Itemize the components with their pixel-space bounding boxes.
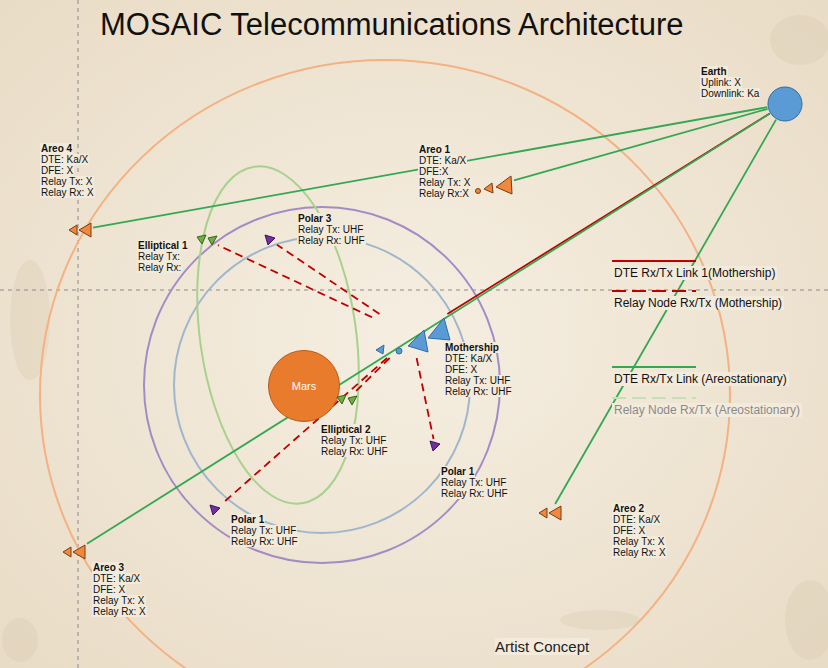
node-name: Polar 1 xyxy=(230,514,265,525)
legend-text: DTE Rx/Tx Link 1(Mothership) xyxy=(612,266,777,280)
node-spec: DFE:X xyxy=(418,166,449,177)
legend-line-sample xyxy=(612,286,696,296)
node-spec: DTE: Ka/X xyxy=(612,514,661,525)
node-spec: DFE: X xyxy=(444,364,478,375)
legend-item: Relay Node Rx/Tx (Areostationary) xyxy=(612,393,802,417)
dte-link xyxy=(93,107,767,228)
node-spec: Relay Tx: UHF xyxy=(320,435,387,446)
spacecraft-node: Elliptical 2Relay Tx: UHFRelay Rx: UHF xyxy=(320,424,389,457)
node-spec: Downlink: Ka xyxy=(700,88,760,99)
spacecraft-symbol xyxy=(372,314,452,358)
legend-text: Relay Node Rx/Tx (Areostationary) xyxy=(612,403,802,417)
legend-line-sample xyxy=(612,362,696,372)
node-spec: Relay Tx: UHF xyxy=(444,375,511,386)
node-name: Mars xyxy=(291,381,317,392)
spacecraft-node: Polar 3Relay Tx: UHFRelay Rx: UHF xyxy=(297,213,366,246)
legend-item: DTE Rx/Tx Link 1(Mothership) xyxy=(612,256,777,280)
spacecraft-node: Polar 1Relay Tx: UHFRelay Rx: UHF xyxy=(440,466,509,499)
node-spec: Uplink: X xyxy=(700,77,742,88)
spacecraft-node: Areo 4DTE: Ka/XDFE: XRelay Tx: XRelay Rx… xyxy=(40,143,95,198)
relay-link xyxy=(277,245,379,314)
node-spec: Relay Rx:X xyxy=(418,188,470,199)
node-name: Polar 1 xyxy=(440,466,475,477)
node-spec: Relay Tx: X xyxy=(612,536,666,547)
node-spec: Relay Rx: xyxy=(137,262,182,273)
node-spec: DTE: Ka/X xyxy=(92,573,141,584)
earth-symbol xyxy=(767,86,803,122)
planet-node: Mars xyxy=(268,350,340,422)
relay-link xyxy=(222,358,387,504)
node-spec: Relay Tx: xyxy=(137,251,181,262)
areostationary-orbit xyxy=(40,60,730,668)
legend-text: DTE Rx/Tx Link (Areostationary) xyxy=(612,372,789,386)
node-spec: Relay Tx: UHF xyxy=(440,477,507,488)
node-spec: DFE: X xyxy=(612,525,646,536)
planet-node: EarthUplink: XDownlink: Ka xyxy=(700,66,760,99)
node-name: Areo 2 xyxy=(612,503,645,514)
caption-note: Artist Concept xyxy=(495,638,589,655)
dte-link xyxy=(87,114,770,544)
spacecraft-symbol xyxy=(428,439,442,453)
node-name: Areo 3 xyxy=(92,562,125,573)
legend-line-sample xyxy=(612,256,696,266)
node-spec: DTE: Ka/X xyxy=(418,155,467,166)
spacecraft-node: Elliptical 1Relay Tx:Relay Rx: xyxy=(137,240,188,273)
spacecraft-node: Areo 2DTE: Ka/XDFE: XRelay Tx: XRelay Rx… xyxy=(612,503,667,558)
node-spec: Relay Rx: UHF xyxy=(440,488,509,499)
node-spec: Relay Rx: UHF xyxy=(297,235,366,246)
spacecraft-symbol xyxy=(474,174,514,198)
spacecraft-node: Areo 3DTE: Ka/XDFE: XRelay Tx: XRelay Rx… xyxy=(92,562,147,617)
spacecraft-symbol xyxy=(67,221,93,239)
relay-link xyxy=(218,245,372,317)
spacecraft-symbol xyxy=(263,233,277,247)
guide-line xyxy=(0,290,828,291)
dte-link xyxy=(514,109,768,180)
relay-link xyxy=(354,358,390,393)
spacecraft-symbol xyxy=(61,543,87,561)
legend-text: Relay Node Rx/Tx (Mothership) xyxy=(612,296,784,310)
legend-item: DTE Rx/Tx Link (Areostationary) xyxy=(612,362,789,386)
elliptical-orbit xyxy=(177,156,379,514)
legend-line-sample xyxy=(612,393,696,403)
relay-link xyxy=(417,358,434,439)
node-spec: Relay Rx: UHF xyxy=(230,536,299,547)
node-spec: Relay Rx: X xyxy=(40,187,95,198)
dte-link xyxy=(555,120,776,504)
node-spec: DFE: X xyxy=(92,584,126,595)
node-spec: DTE: Ka/X xyxy=(444,353,493,364)
node-spec: Relay Tx: X xyxy=(40,176,94,187)
spacecraft-node: Areo 1DTE: Ka/XDFE:XRelay Tx: XRelay Rx:… xyxy=(418,144,472,199)
spacecraft-symbol xyxy=(208,503,222,517)
spacecraft-node: MothershipDTE: Ka/XDFE: XRelay Tx: UHFRe… xyxy=(444,342,513,397)
node-name: Elliptical 1 xyxy=(137,240,188,251)
node-name: Areo 1 xyxy=(418,144,451,155)
node-spec: DTE: Ka/X xyxy=(40,154,89,165)
node-name: Elliptical 2 xyxy=(320,424,371,435)
node-spec: Relay Rx: UHF xyxy=(444,386,513,397)
spacecraft-symbol xyxy=(196,233,218,247)
node-name: Earth xyxy=(700,66,728,77)
node-name: Mothership xyxy=(444,342,500,353)
spacecraft-symbol xyxy=(336,393,358,407)
node-spec: Relay Tx: X xyxy=(92,595,146,606)
node-name: Areo 4 xyxy=(40,143,73,154)
node-name: Polar 3 xyxy=(297,213,332,224)
node-spec: Relay Tx: UHF xyxy=(297,224,364,235)
paper-texture xyxy=(2,15,828,662)
diagram-title: MOSAIC Telecommunications Architecture xyxy=(100,8,684,42)
node-spec: DFE: X xyxy=(40,165,74,176)
node-spec: Relay Rx: X xyxy=(92,606,147,617)
spacecraft-symbol xyxy=(537,504,563,522)
legend-item: Relay Node Rx/Tx (Mothership) xyxy=(612,286,784,310)
node-spec: Relay Tx: X xyxy=(418,177,472,188)
spacecraft-node: Polar 1Relay Tx: UHFRelay Rx: UHF xyxy=(230,514,299,547)
polar-orbit xyxy=(174,237,470,533)
node-spec: Relay Tx: UHF xyxy=(230,525,297,536)
guide-line xyxy=(78,0,79,668)
node-spec: Relay Rx: UHF xyxy=(320,446,389,457)
node-spec: Relay Rx: X xyxy=(612,547,667,558)
